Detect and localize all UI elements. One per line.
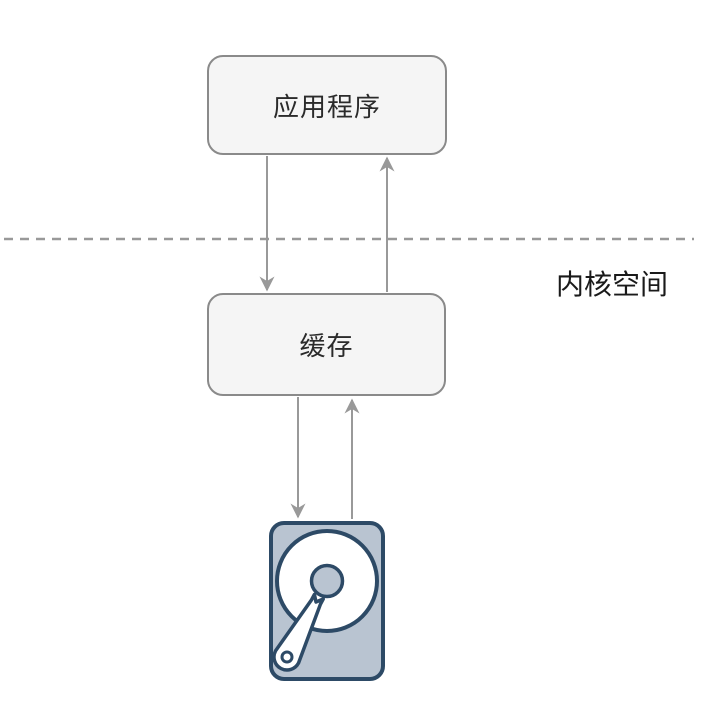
hard-disk-icon [267, 519, 387, 683]
node-application: 应用程序 [207, 55, 447, 155]
kernel-space-label: 内核空间 [556, 269, 669, 300]
disk-actuator-pivot [280, 650, 294, 664]
node-cache: 缓存 [207, 293, 446, 396]
hard-disk-icon-svg [269, 521, 385, 681]
node-cache-label: 缓存 [299, 331, 354, 361]
node-application-label: 应用程序 [272, 91, 381, 122]
disk-hub [309, 563, 345, 599]
